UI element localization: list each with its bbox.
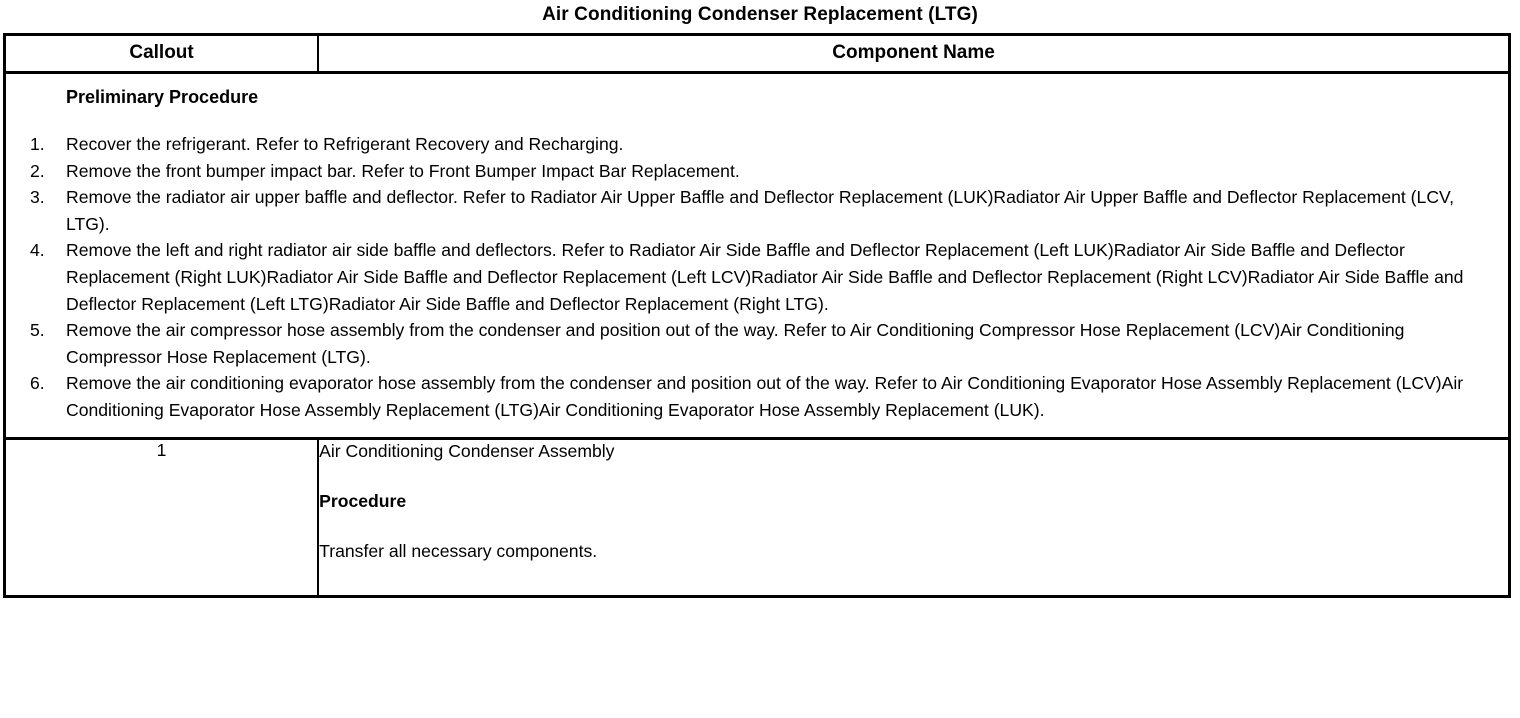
- preliminary-procedure-row: Preliminary Procedure Recover the refrig…: [3, 71, 1510, 440]
- preliminary-step: Remove the left and right radiator air s…: [30, 237, 1464, 314]
- table-row: 1 Air Conditioning Condenser Assembly Pr…: [3, 436, 1511, 598]
- preliminary-step: Recover the refrigerant. Refer to Refrig…: [30, 131, 624, 157]
- column-header-callout: Callout: [3, 33, 320, 74]
- page-title: Air Conditioning Condenser Replacement (…: [542, 4, 978, 25]
- table-header-row: Callout Component Name: [3, 33, 1511, 74]
- procedure-text: Transfer all necessary components.: [319, 540, 598, 561]
- column-header-component-name: Component Name: [317, 33, 1511, 74]
- preliminary-step: Remove the front bumper impact bar. Refe…: [30, 158, 740, 184]
- preliminary-steps-list: Recover the refrigerant. Refer to Refrig…: [30, 131, 1500, 424]
- component-description-cell: Air Conditioning Condenser Assembly Proc…: [317, 436, 1511, 598]
- preliminary-step: Remove the air compressor hose assembly …: [30, 317, 1405, 367]
- callout-number: 1: [3, 436, 320, 598]
- preliminary-step: Remove the air conditioning evaporator h…: [30, 370, 1464, 420]
- preliminary-procedure-heading: Preliminary Procedure: [66, 87, 259, 107]
- procedure-table: Callout Component Name Preliminary Proce…: [3, 33, 1511, 598]
- procedure-heading: Procedure: [319, 490, 407, 511]
- preliminary-procedure-cell: Preliminary Procedure Recover the refrig…: [3, 71, 1510, 440]
- preliminary-step: Remove the radiator air upper baffle and…: [30, 184, 1455, 234]
- component-name-text: Air Conditioning Condenser Assembly: [319, 440, 615, 461]
